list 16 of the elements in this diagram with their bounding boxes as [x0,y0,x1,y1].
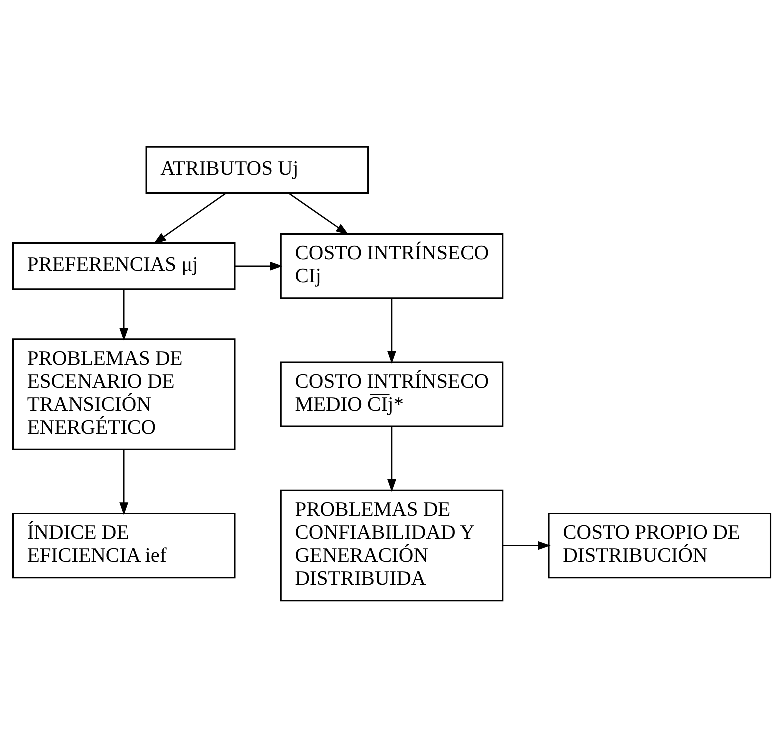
node-box: PROBLEMAS DE ESCENARIO DE TRANSICIÓN ENERGÉTICO [12,338,236,450]
arrow [120,289,129,341]
arrow [388,426,396,492]
node-box: PROBLEMAS DE CONFIABILIDAD Y GENERACIÓN DISTRIBUIDA [280,489,504,602]
node-box: ÍNDICE DE EFICIENCIA ief [12,512,236,578]
node-box: ATRIBUTOS Uj [146,146,370,194]
arrow [502,540,551,550]
node-box: COSTO INTRÍNSECO CIj [280,233,504,299]
arrow [154,192,227,244]
node-box: PREFERENCIAS μj [12,242,236,290]
node-box: COSTO PROPIO DE DISTRIBUCIÓN [548,512,772,578]
arrow [120,449,129,515]
arrow [388,298,396,364]
arrow [288,192,349,235]
node-box: COSTO INTRÍNSECO MEDIO C̅I̅j* [280,361,504,427]
arrow [235,261,283,270]
